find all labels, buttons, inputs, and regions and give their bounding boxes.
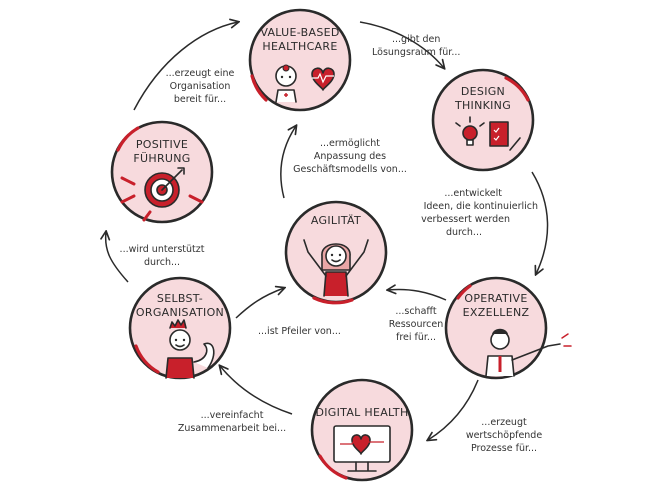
arrow-vbh-to-dt [359, 21, 444, 68]
node-positive-fuehrung: POSITIVE FÜHRUNG [110, 120, 214, 224]
connector-label-erzeugt-organisation: ...erzeugt eine Organisation bereit für.… [166, 68, 235, 105]
accent-arc [250, 74, 268, 102]
arrow-so-to-pf [106, 232, 129, 283]
connector-label-vereinfacht: ...vereinfacht Zusammenarbeit bei... [178, 410, 286, 434]
connector-text-line: ...ist Pfeiler von... [258, 326, 341, 337]
connector-label-ermoeglicht: ...ermöglicht Anpassung des Geschäftsmod… [293, 138, 407, 175]
node-title-line: OPERATIVE [464, 292, 527, 305]
connector-text-line: Zusammenarbeit bei... [178, 423, 286, 434]
connector-label-ist-pfeiler: ...ist Pfeiler von... [258, 326, 341, 337]
arrow-so-to-agility [235, 288, 284, 319]
connector-text-line: Ideen, die kontinuierlich [424, 201, 538, 212]
connector-text-line: durch... [446, 227, 482, 238]
lightbulb-checklist-icon [455, 116, 521, 151]
node-title-line: FÜHRUNG [133, 152, 190, 165]
node-title-line: HEALTHCARE [262, 40, 337, 53]
connector-text-line: frei für... [396, 332, 436, 343]
target-arrows-icon [120, 167, 204, 222]
connector-text-line: Lösungsraum für... [372, 47, 460, 58]
node-circle [248, 8, 352, 112]
node-title-line: VALUE-BASED [260, 26, 339, 39]
node-title-line: THINKING [454, 99, 511, 112]
node-value-based-healthcare: VALUE-BASED HEALTHCARE [248, 8, 352, 112]
accent-arc [312, 296, 354, 305]
connector-text-line: ...vereinfacht [201, 410, 264, 421]
connector-text-line: ...erzeugt [481, 417, 527, 428]
connector-text-line: Geschäftsmodells von... [293, 164, 407, 175]
pointing-man-icon [485, 328, 572, 377]
connector-label-schafft: ...schafft Ressourcen frei für... [389, 306, 444, 343]
node-title-line: POSITIVE [136, 138, 188, 151]
connector-text-line: ...schafft [395, 306, 437, 317]
connector-text-line: ...ermöglicht [320, 138, 380, 149]
monitor-heart-icon [333, 425, 391, 472]
accent-arc [134, 344, 160, 374]
accent-arc [318, 454, 348, 480]
connector-label-erzeugt-wertschoepfende: ...erzeugt wertschöpfende Prozesse für..… [466, 417, 543, 454]
node-title-line: AGILITÄT [311, 214, 361, 227]
connector-text-line: ...gibt den [392, 34, 440, 45]
node-title-line: EXZELLENZ [463, 306, 530, 319]
node-digital-health: DIGITAL HEALTH [310, 378, 414, 482]
cheering-woman-icon [303, 239, 369, 297]
arrow-pf-to-vbh [133, 22, 238, 111]
accent-arc [116, 126, 140, 152]
connector-text-line: ...entwickelt [444, 188, 502, 199]
doctor-heart-icon [275, 64, 335, 103]
connector-text-line: Ressourcen [389, 319, 444, 330]
connector-text-line: durch... [144, 257, 180, 268]
connector-text-line: ...erzeugt eine [166, 68, 235, 79]
connector-label-entwickelt: ...entwickelt Ideen, die kontinuierlich … [421, 188, 538, 238]
accent-arc [504, 76, 530, 102]
connector-text-line: Organisation [170, 81, 231, 92]
node-selbst-organisation: SELBST- ORGANISATION [128, 276, 232, 380]
node-title-line: DESIGN [461, 85, 505, 98]
connector-text-line: bereit für... [174, 94, 226, 105]
arrow-dh-to-so [220, 366, 293, 415]
connector-text-line: Prozesse für... [471, 443, 537, 454]
node-circle [444, 276, 548, 380]
accent-arc [456, 284, 472, 300]
connector-label-gibt-den: ...gibt den Lösungsraum für... [372, 34, 460, 58]
arrow-ox-to-dh [428, 379, 479, 440]
connector-text-line: ...wird unterstützt [120, 244, 205, 255]
connector-text-line: wertschöpfende [466, 430, 543, 441]
arrow-ox-to-agility [388, 289, 447, 301]
strong-man-icon [165, 319, 215, 379]
node-agilitaet: AGILITÄT [284, 200, 388, 305]
node-title-line: DIGITAL HEALTH [315, 406, 408, 419]
arrow-agility-to-vbh [280, 126, 296, 199]
connector-label-wird-unterstuetzt: ...wird unterstützt durch... [120, 244, 205, 268]
node-title-line: ORGANISATION [136, 306, 224, 319]
arrow-dt-to-ox [531, 171, 549, 274]
connector-text-line: Anpassung des [314, 151, 386, 162]
node-title-line: SELBST- [157, 292, 203, 305]
connector-text-line: verbessert werden [421, 214, 510, 225]
node-operative-exzellenz: OPERATIVE EXZELLENZ [444, 276, 572, 380]
node-design-thinking: DESIGN THINKING [431, 68, 535, 172]
node-circle [110, 120, 214, 224]
